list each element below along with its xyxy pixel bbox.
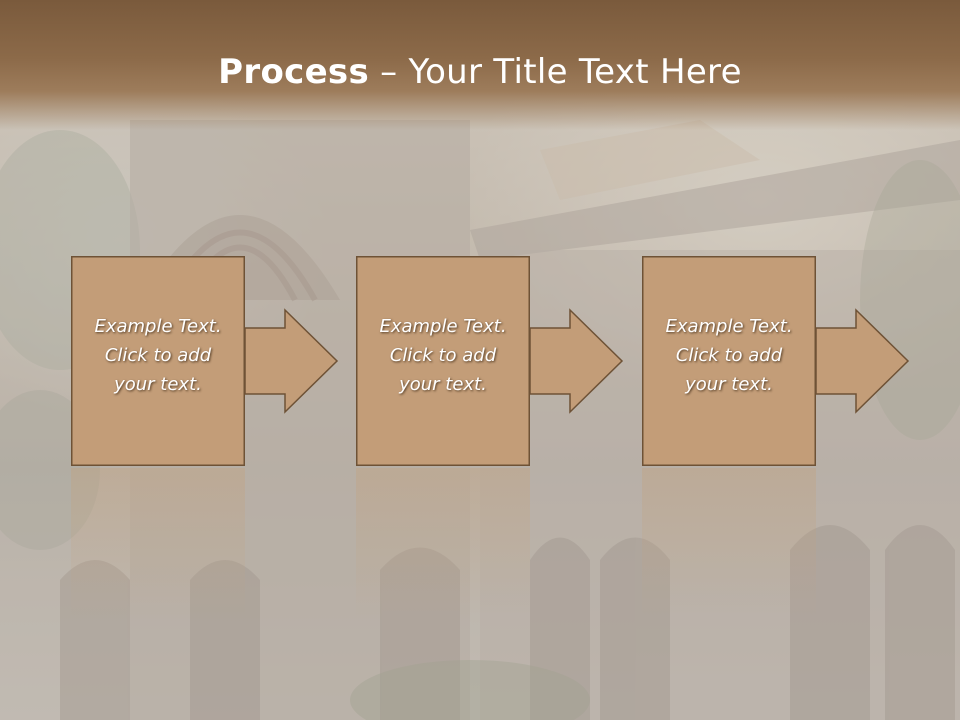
step-3-line2: Click to add	[675, 345, 783, 366]
step-1-line1: Example Text.	[94, 316, 222, 337]
process-step-1[interactable]: Example Text. Click to add your text.	[71, 256, 341, 466]
step-1-reflection	[71, 468, 245, 618]
step-3-line3: your text.	[685, 374, 773, 395]
step-2-line1: Example Text.	[379, 316, 507, 337]
step-1-line3: your text.	[114, 374, 202, 395]
box-arrow-shape	[71, 256, 339, 466]
step-1-text[interactable]: Example Text. Click to add your text.	[71, 312, 245, 399]
slide-title-rest: – Your Title Text Here	[369, 52, 742, 92]
process-step-3[interactable]: Example Text. Click to add your text.	[642, 256, 912, 466]
step-3-reflection	[642, 468, 816, 618]
title-banner	[0, 0, 960, 130]
step-1-line2: Click to add	[104, 345, 212, 366]
step-3-text[interactable]: Example Text. Click to add your text.	[642, 312, 816, 399]
step-2-text[interactable]: Example Text. Click to add your text.	[356, 312, 530, 399]
slide-title-bold: Process	[218, 52, 370, 92]
step-2-line3: your text.	[399, 374, 487, 395]
step-2-reflection	[356, 468, 530, 618]
step-2-line2: Click to add	[389, 345, 497, 366]
box-arrow-shape	[356, 256, 624, 466]
slide-title[interactable]: Process – Your Title Text Here	[0, 52, 960, 92]
box-arrow-shape	[642, 256, 910, 466]
process-step-2[interactable]: Example Text. Click to add your text.	[356, 256, 626, 466]
step-3-line1: Example Text.	[665, 316, 793, 337]
